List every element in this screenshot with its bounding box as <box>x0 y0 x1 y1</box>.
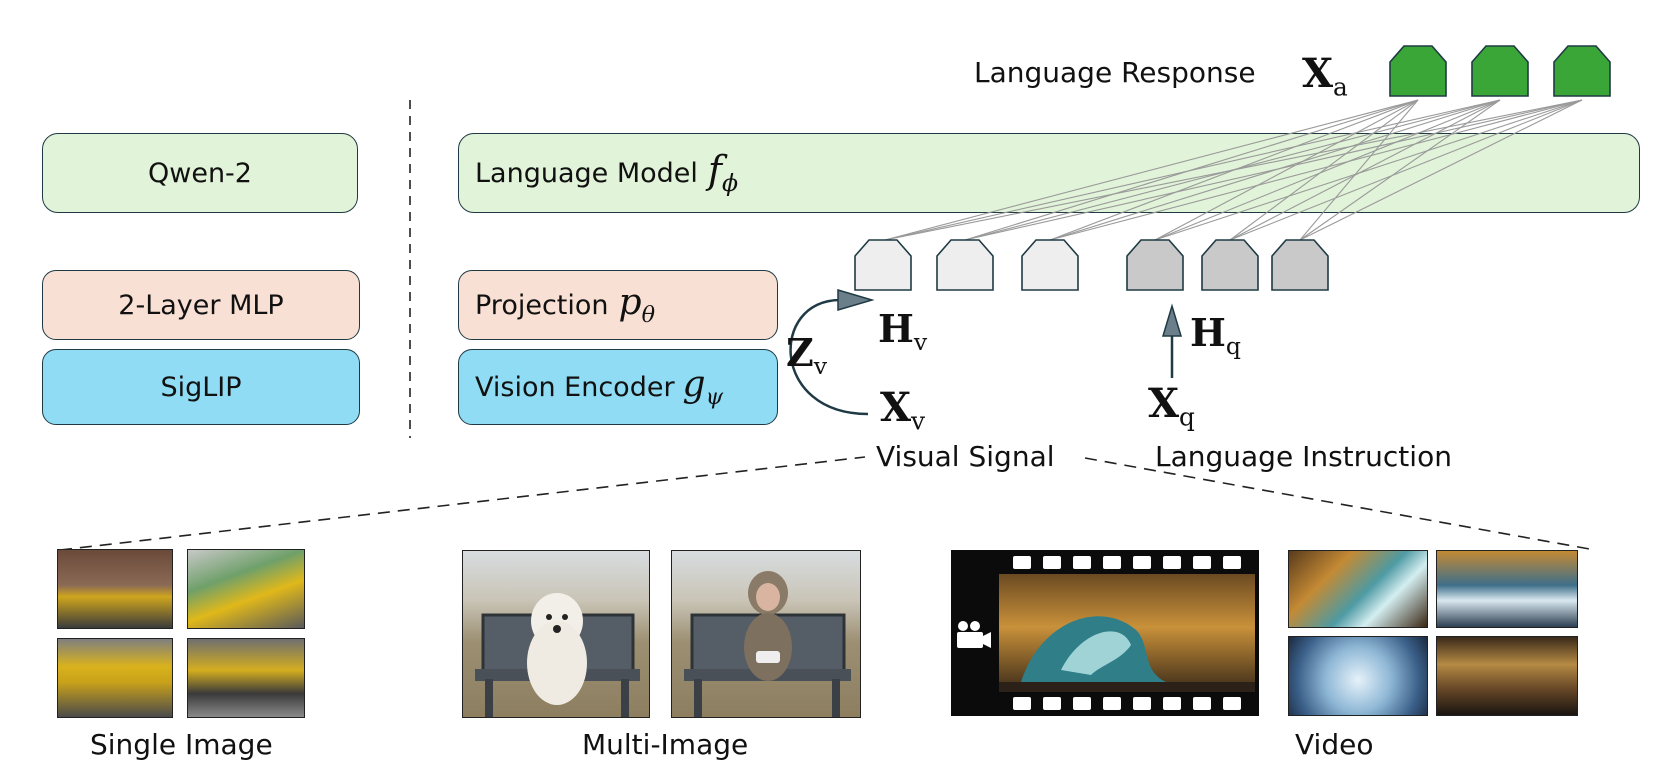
zv-curve <box>789 298 869 416</box>
attention-lines <box>884 99 1583 241</box>
multi-image-dog <box>462 550 650 718</box>
single-image-tile <box>57 638 173 718</box>
vision-encoder-label: Vision Encoder <box>475 371 675 403</box>
siglip-label: SigLIP <box>160 371 242 403</box>
response-token <box>1389 45 1447 97</box>
language-instruction-label: Language Instruction <box>1155 440 1452 473</box>
perspective-line-right <box>1084 457 1596 551</box>
xv-symbol: Xv <box>880 384 926 436</box>
mlp-label: 2-Layer MLP <box>118 289 284 321</box>
single-image-tile <box>187 549 305 629</box>
vision-encoder-box: Vision Encoder gψ <box>458 349 778 425</box>
hq-symbol: Hq <box>1190 310 1241 361</box>
video-frame <box>1436 636 1578 716</box>
video-frame <box>1288 636 1428 716</box>
video-frame <box>1436 550 1578 628</box>
instruction-tokens <box>1126 239 1329 291</box>
vision-encoder-symbol: gψ <box>682 364 724 410</box>
visual-signal-label: Visual Signal <box>876 440 1055 473</box>
response-token <box>1553 45 1611 97</box>
zv-arrowhead <box>837 288 875 312</box>
dog-bench-illustration <box>475 593 640 717</box>
hq-arrowhead <box>1161 303 1183 337</box>
single-image-caption: Single Image <box>90 728 273 761</box>
video-camera-icon <box>957 621 991 648</box>
visual-token <box>1021 239 1079 291</box>
qwen2-label: Qwen-2 <box>148 157 252 189</box>
single-image-tile <box>187 638 305 718</box>
hv-symbol: Hv <box>878 306 928 357</box>
single-image-tile <box>57 549 173 629</box>
language-model-box: Language Model fϕ <box>458 133 1640 213</box>
multi-image-caption: Multi-Image <box>582 728 749 761</box>
response-token <box>1471 45 1529 97</box>
instruction-token <box>1271 239 1329 291</box>
qwen2-box: Qwen-2 <box>42 133 358 213</box>
xa-symbol: Xa <box>1302 50 1348 102</box>
video-caption: Video <box>1295 728 1374 761</box>
zv-symbol: Zv <box>786 330 828 381</box>
film-strip <box>951 550 1259 716</box>
projection-box: Projection pθ <box>458 270 778 340</box>
projection-symbol: pθ <box>618 282 655 328</box>
language-model-label: Language Model <box>475 157 698 189</box>
siglip-box: SigLIP <box>42 349 360 425</box>
mlp-box: 2-Layer MLP <box>42 270 360 340</box>
monkey-bench-illustration <box>684 571 851 717</box>
xq-symbol: Xq <box>1148 380 1195 432</box>
visual-token <box>854 239 912 291</box>
visual-token <box>936 239 994 291</box>
projection-label: Projection <box>475 289 609 321</box>
language-model-symbol: fϕ <box>707 148 739 198</box>
instruction-token <box>1201 239 1259 291</box>
visual-tokens <box>854 239 1079 291</box>
video-frame <box>1288 550 1428 628</box>
film-perforations <box>1013 556 1241 710</box>
instruction-token <box>1126 239 1184 291</box>
response-tokens <box>1389 45 1611 97</box>
multi-image-monkey <box>671 550 861 718</box>
perspective-line-left <box>59 456 866 551</box>
film-strip-illustration <box>957 556 1255 710</box>
language-response-label: Language Response <box>974 56 1256 89</box>
